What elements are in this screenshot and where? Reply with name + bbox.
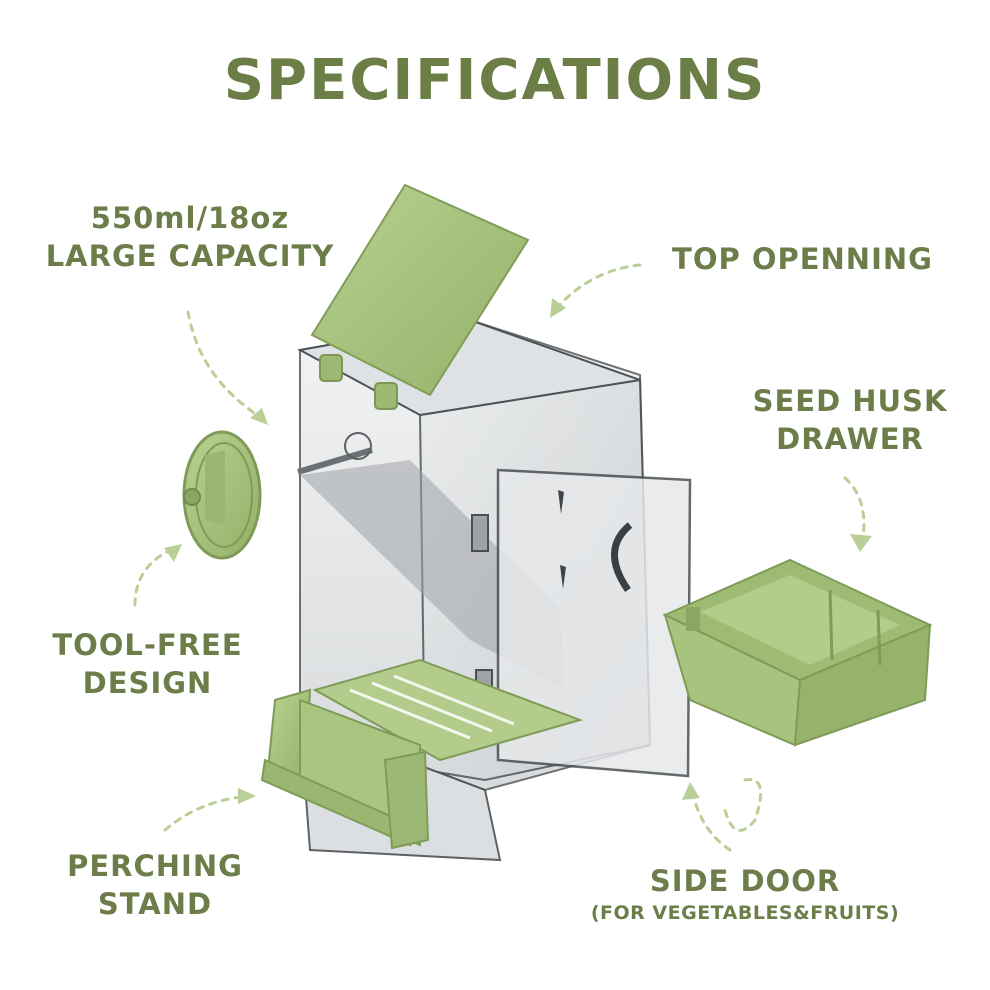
seed-husk-drawer [662, 558, 933, 747]
toolfree-line2: DESIGN [82, 665, 213, 700]
drawer-line1: SEED HUSK [752, 384, 948, 418]
toolfree-line1: TOOL-FREE [52, 628, 243, 662]
perch-line2: STAND [97, 886, 213, 921]
top-opening-label: TOP OPENNING [672, 242, 933, 276]
drawer-line2: DRAWER [776, 421, 924, 456]
side-door [471, 468, 692, 778]
side-door-callout: SIDE DOOR (FOR VEGETABLES&FRUITS) [580, 863, 910, 925]
toolfree-callout: TOOL-FREE DESIGN [40, 627, 255, 702]
perch-callout: PERCHING STAND [55, 848, 255, 923]
round-cap [182, 430, 262, 560]
capacity-callout: 550ml/18oz LARGE CAPACITY [40, 200, 340, 275]
perch-line1: PERCHING [67, 849, 243, 883]
drawer-callout: SEED HUSK DRAWER [740, 383, 960, 458]
door-line1: SIDE DOOR [649, 864, 841, 898]
door-line2: (FOR VEGETABLES&FRUITS) [590, 901, 900, 924]
capacity-line1: 550ml/18oz [90, 201, 290, 235]
capacity-line2: LARGE CAPACITY [45, 238, 335, 273]
perching-stand [260, 688, 430, 850]
top-lid [310, 183, 530, 410]
page-title: SPECIFICATIONS [223, 48, 767, 113]
